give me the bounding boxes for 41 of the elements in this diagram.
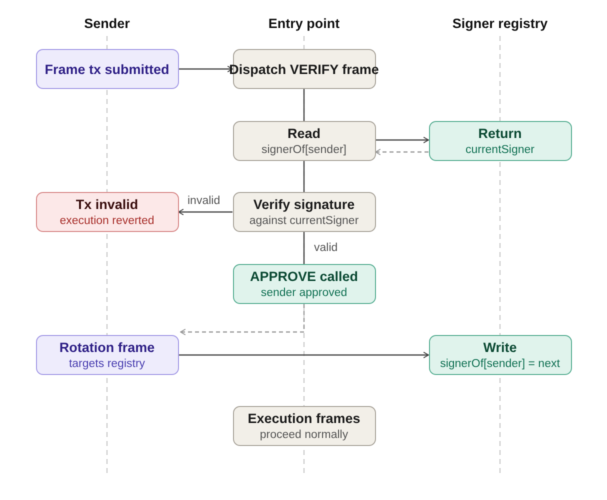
lifeline-header: Signer registry <box>452 16 548 31</box>
edge-label: valid <box>312 242 340 254</box>
process-box <box>232 121 376 161</box>
box-title: Return <box>478 126 522 141</box>
lifeline-header: Sender <box>84 16 130 31</box>
box-title: Tx invalid <box>76 197 138 212</box>
box-subtitle: signerOf[sender] <box>261 144 346 156</box>
box-subtitle: targets registry <box>68 358 146 370</box>
box-subtitle: signerOf[sender] = next <box>440 358 560 370</box>
process-box <box>232 192 376 232</box>
process-box <box>36 192 178 232</box>
connector-line <box>303 232 305 264</box>
arrow <box>178 352 429 358</box>
box-subtitle: proceed normally <box>260 429 348 441</box>
lifeline-header: Entry point <box>268 16 340 31</box>
box-subtitle: currentSigner <box>465 144 535 156</box>
process-box <box>232 406 376 446</box>
box-title: Verify signature <box>253 197 355 212</box>
box-subtitle: sender approved <box>260 287 348 299</box>
box-subtitle: against currentSigner <box>249 215 359 227</box>
arrow <box>178 66 233 72</box>
box-title: Dispatch VERIFY frame <box>229 62 379 76</box>
box-title: Write <box>483 340 517 355</box>
connector-line <box>303 89 305 121</box>
box-title: Read <box>287 126 320 141</box>
process-box <box>428 121 572 161</box>
box-subtitle: execution reverted <box>60 215 154 227</box>
process-box <box>36 335 178 375</box>
process-box <box>36 49 178 89</box>
arrow <box>178 208 232 216</box>
arrow <box>376 136 429 144</box>
process-box <box>428 335 572 375</box>
arrow <box>180 304 305 336</box>
box-title: Rotation frame <box>59 340 155 355</box>
arrow <box>375 148 428 156</box>
edge-label: invalid <box>186 195 222 207</box>
process-box <box>232 264 376 304</box>
box-title: APPROVE called <box>250 269 358 284</box>
box-title: Frame tx submitted <box>44 62 170 76</box>
box-title: Execution frames <box>248 411 360 426</box>
connector-line <box>303 161 305 192</box>
